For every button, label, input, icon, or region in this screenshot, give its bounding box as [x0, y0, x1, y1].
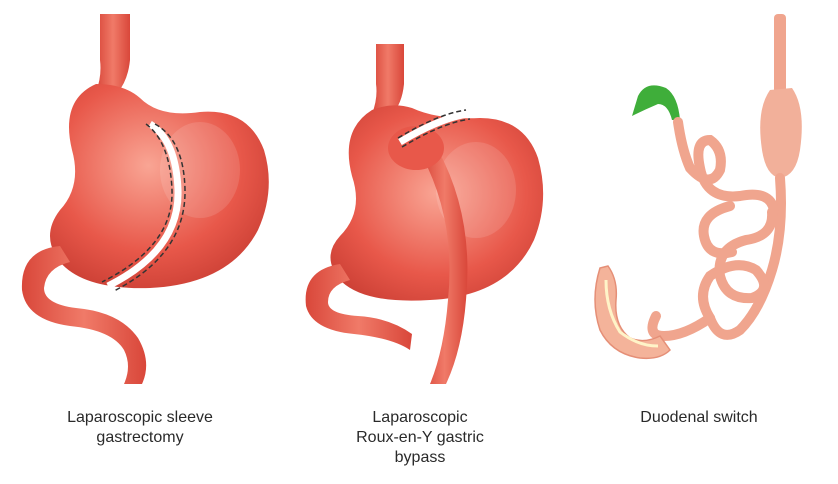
panel-duodenal-switch: Duodenal switch — [560, 0, 838, 484]
gallbladder — [632, 85, 680, 120]
caption-line: Laparoscopic sleeve — [0, 408, 280, 428]
roux-en-y-gastric-bypass-illustration — [280, 0, 560, 400]
caption-line: gastrectomy — [0, 428, 280, 448]
caption-sleeve-gastrectomy: Laparoscopic sleeve gastrectomy — [0, 408, 280, 448]
esophagus — [774, 14, 786, 94]
caption-line: Duodenal switch — [560, 408, 838, 428]
panel-roux-en-y-gastric-bypass: Laparoscopic Roux-en-Y gastric bypass — [280, 0, 560, 484]
sleeve-stomach — [760, 88, 802, 178]
small-intestine — [652, 122, 781, 336]
sleeve-gastrectomy-illustration — [0, 0, 280, 400]
panel-sleeve-gastrectomy: Laparoscopic sleeve gastrectomy — [0, 0, 280, 484]
caption-line: Laparoscopic — [280, 408, 560, 428]
caption-line: bypass — [280, 448, 560, 468]
esophagus — [96, 14, 130, 92]
esophagus — [372, 44, 404, 114]
caption-line: Roux-en-Y gastric — [280, 428, 560, 448]
duodenal-switch-illustration — [560, 0, 838, 400]
caption-roux-en-y-gastric-bypass: Laparoscopic Roux-en-Y gastric bypass — [280, 408, 560, 468]
caption-duodenal-switch: Duodenal switch — [560, 408, 838, 428]
